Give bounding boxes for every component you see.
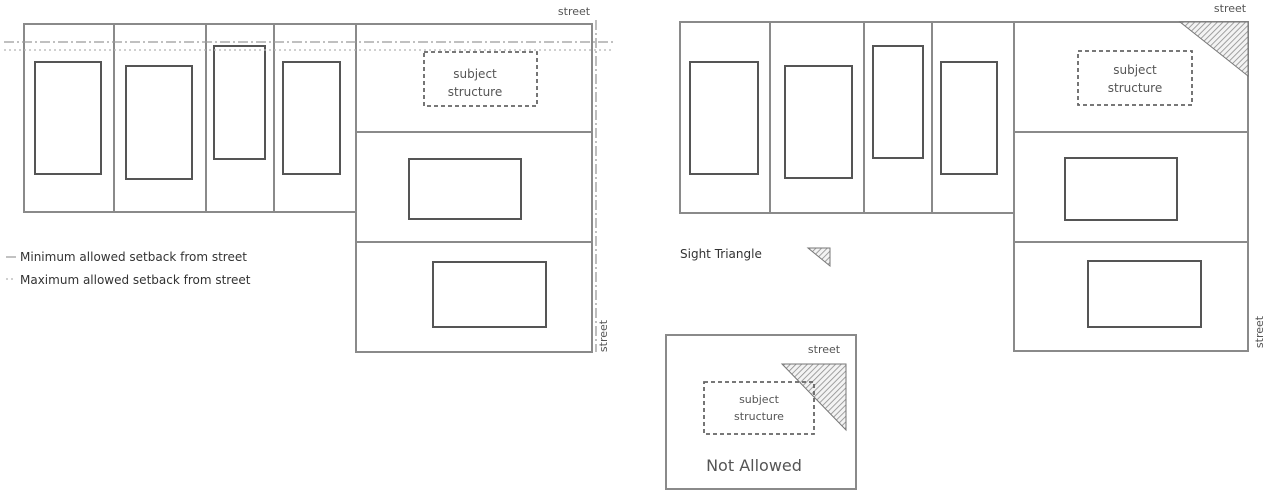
subject-structure-label-1: subject: [1113, 63, 1157, 77]
street-label-side: street: [1253, 315, 1266, 348]
lot-6: [355, 241, 593, 353]
subject-structure-label-2: structure: [448, 85, 502, 99]
street-label-top: street: [1214, 2, 1247, 15]
setback-legend: Minimum allowed setback from street Maxi…: [6, 250, 251, 287]
building: [1087, 260, 1202, 328]
street-label-top: street: [558, 5, 591, 18]
building: [125, 65, 193, 180]
legend-minimum-setback: Minimum allowed setback from street: [20, 250, 247, 264]
lot-4: [931, 21, 1015, 214]
subject-structure: [423, 51, 538, 107]
lot-1: [679, 21, 771, 214]
legend-sight-triangle-swatch: [806, 247, 831, 268]
building: [784, 65, 853, 179]
sight-triangle: [780, 363, 847, 432]
building: [432, 261, 547, 328]
building: [213, 45, 266, 160]
building: [282, 61, 341, 175]
subject-structure: [1077, 50, 1193, 106]
lot-4: [273, 23, 357, 213]
not-allowed-diagram: subject structure street Not Allowed: [665, 334, 857, 490]
street-label: street: [808, 343, 841, 356]
subject-structure-label-1: subject: [453, 67, 497, 81]
lot-3: [205, 23, 275, 213]
sight-triangle: [1178, 21, 1249, 78]
sight-triangle-diagram: subject structure street street: [679, 2, 1266, 352]
building: [408, 158, 522, 220]
street-label-side: street: [597, 319, 610, 352]
building: [34, 61, 102, 175]
setback-block-diagram: subject structure street street: [4, 5, 614, 353]
building: [689, 61, 759, 175]
subject-structure: [703, 381, 815, 435]
legend-maximum-setback: Maximum allowed setback from street: [20, 273, 251, 287]
lot-5: [1013, 131, 1249, 243]
corner-lot: [665, 334, 857, 490]
building: [1064, 157, 1178, 221]
subject-structure-label-2: structure: [1108, 81, 1162, 95]
not-allowed-label: Not Allowed: [706, 456, 802, 475]
lot-3: [863, 21, 933, 214]
legend-sight-triangle: Sight Triangle: [680, 247, 762, 261]
subject-structure-label-1: subject: [739, 393, 780, 406]
building: [872, 45, 924, 159]
subject-structure-label-2: structure: [734, 410, 784, 423]
lot-5: [355, 131, 593, 243]
lot-6: [1013, 241, 1249, 352]
sight-triangle-legend: Sight Triangle: [680, 247, 831, 268]
building: [940, 61, 998, 175]
